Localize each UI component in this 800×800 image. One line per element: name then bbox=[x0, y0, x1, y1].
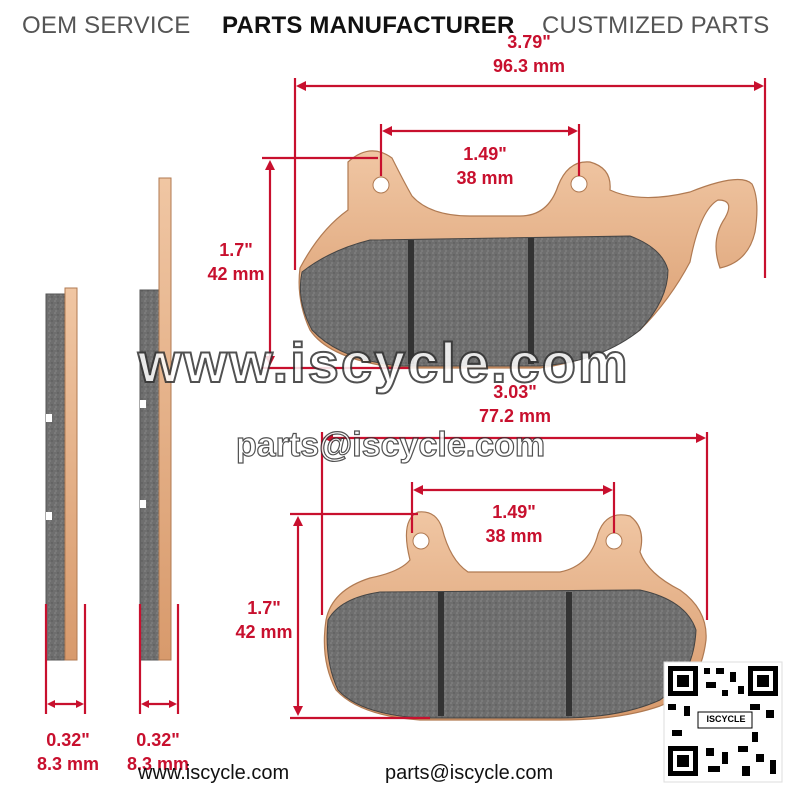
top-hole-spacing-label: 1.49" 38 mm bbox=[440, 142, 530, 190]
top-height-label: 1.7" 42 mm bbox=[196, 238, 276, 286]
qr-code bbox=[663, 661, 783, 783]
header-oem-service: OEM SERVICE bbox=[22, 12, 191, 39]
top-hole-spacing-inches: 1.49" bbox=[463, 144, 507, 164]
header-parts-manufacturer: PARTS MANUFACTURER bbox=[222, 12, 515, 39]
header-customized-parts: CUSTMIZED PARTS bbox=[542, 12, 770, 39]
thickness-right-label: 0.32" 8.3 mm bbox=[118, 728, 198, 776]
dimension-lines bbox=[44, 78, 767, 720]
top-hole-spacing-mm: 38 mm bbox=[456, 168, 514, 188]
bottom-height-mm: 42 mm bbox=[235, 622, 293, 642]
top-height-mm: 42 mm bbox=[207, 264, 265, 284]
bottom-height-inches: 1.7" bbox=[247, 598, 281, 618]
bottom-hole-spacing-mm: 38 mm bbox=[485, 526, 543, 546]
watermark-website: www.iscycle.com bbox=[137, 330, 630, 395]
bottom-width-label: 3.03" 77.2 mm bbox=[470, 380, 560, 428]
thickness-right-mm: 8.3 mm bbox=[126, 754, 190, 774]
bottom-hole-spacing-inches: 1.49" bbox=[492, 502, 536, 522]
bottom-hole-spacing-label: 1.49" 38 mm bbox=[469, 500, 559, 548]
top-height-inches: 1.7" bbox=[219, 240, 253, 260]
brake-pad-bottom bbox=[323, 511, 707, 721]
watermark-email: parts@iscycle.com bbox=[235, 425, 546, 464]
thickness-left-mm: 8.3 mm bbox=[36, 754, 100, 774]
top-width-inches: 3.79" bbox=[507, 32, 551, 52]
brake-pad-top bbox=[298, 150, 758, 369]
thickness-left-label: 0.32" 8.3 mm bbox=[28, 728, 108, 776]
thickness-right-inches: 0.32" bbox=[136, 730, 180, 750]
bottom-width-mm: 77.2 mm bbox=[478, 406, 552, 426]
top-width-mm: 96.3 mm bbox=[492, 56, 566, 76]
side-view-left bbox=[45, 287, 78, 661]
side-view-right bbox=[139, 177, 172, 661]
footer-email-link[interactable]: parts@iscycle.com bbox=[385, 762, 554, 784]
bottom-width-inches: 3.03" bbox=[493, 382, 537, 402]
bottom-height-label: 1.7" 42 mm bbox=[224, 596, 304, 644]
top-width-label: 3.79" 96.3 mm bbox=[484, 30, 574, 78]
footer-website-link[interactable]: www.iscycle.com bbox=[138, 762, 290, 784]
thickness-left-inches: 0.32" bbox=[46, 730, 90, 750]
dimension-arrowheads bbox=[47, 81, 764, 716]
qr-code-label: ISCYCLE bbox=[706, 714, 746, 724]
